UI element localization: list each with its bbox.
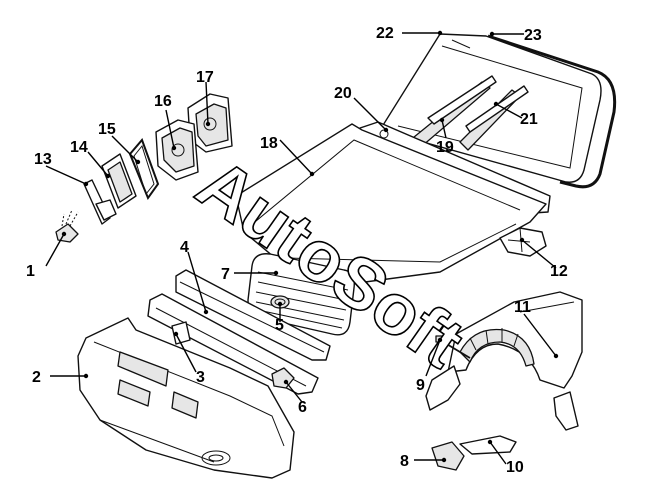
- callout-23: 23: [524, 27, 542, 44]
- bumper-absorber: [147, 293, 319, 395]
- bumper-reinforcement: [175, 269, 331, 361]
- callout-8: 8: [400, 453, 409, 470]
- fog-lamp-left: [155, 119, 199, 181]
- callout-1: 1: [26, 263, 35, 280]
- callout-3: 3: [196, 369, 205, 386]
- mud-flap: [553, 391, 579, 431]
- lamp-gasket: [128, 138, 160, 201]
- hood: [235, 123, 547, 285]
- bulb-socket: [55, 209, 79, 243]
- callout-2: 2: [32, 369, 41, 386]
- callout-labels: 1 2 3 4 5 6 7 8 9 10 11 12 13 14 15 16 1…: [26, 25, 568, 476]
- callout-16: 16: [154, 93, 172, 110]
- windshield-seal: [487, 34, 617, 189]
- callout-18: 18: [260, 135, 278, 152]
- lamp-lens: [101, 153, 137, 209]
- leader-lines: [45, 32, 557, 465]
- callout-21: 21: [520, 111, 538, 128]
- leader-dots: [61, 30, 559, 463]
- callout-22: 22: [376, 25, 394, 42]
- hood-lock-bracket: [499, 227, 547, 257]
- callout-13: 13: [34, 151, 52, 168]
- callout-14: 14: [70, 139, 88, 156]
- windshield: [379, 33, 602, 183]
- callout-11: 11: [514, 299, 531, 316]
- fender-liner: [459, 328, 535, 367]
- wiper-arm-right: [459, 85, 529, 151]
- callout-15: 15: [98, 121, 116, 138]
- callout-17: 17: [196, 69, 214, 86]
- callout-5: 5: [275, 317, 284, 334]
- callout-19: 19: [436, 139, 454, 156]
- fender-bracket-rear: [459, 435, 517, 455]
- callout-6: 6: [298, 399, 307, 416]
- callout-7: 7: [221, 266, 230, 283]
- lamp-bracket: [83, 179, 117, 225]
- callout-4: 4: [180, 239, 189, 256]
- callout-10: 10: [506, 459, 524, 476]
- callout-20: 20: [334, 85, 352, 102]
- fender-bracket-lower: [431, 441, 465, 471]
- callout-12: 12: [550, 263, 568, 280]
- fog-lamp-right: [187, 93, 233, 153]
- bumper-bracket: [271, 367, 295, 389]
- splash-panel: [425, 365, 461, 411]
- front-bumper: [77, 317, 295, 479]
- callout-9: 9: [416, 377, 425, 394]
